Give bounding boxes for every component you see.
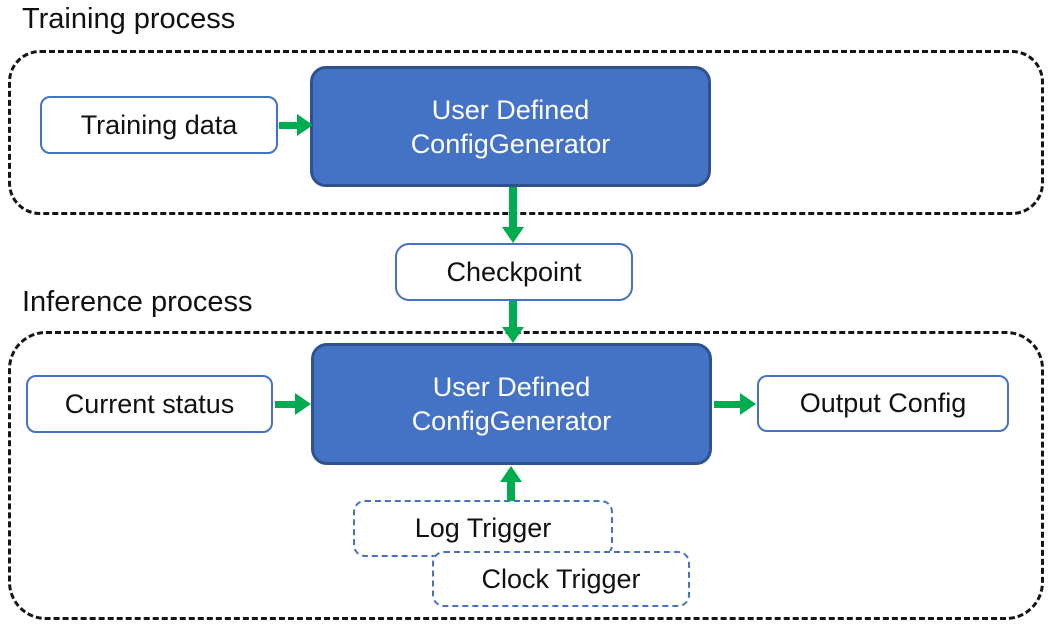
arrow-shaft	[279, 121, 297, 129]
output-config-label: Output Config	[799, 388, 967, 418]
inference-process-container	[8, 331, 1044, 620]
arrow-shaft	[509, 187, 517, 227]
inference-config-generator-box: User Defined ConfigGenerator	[311, 343, 712, 465]
training-data-label: Training data	[80, 109, 238, 140]
arrow-shaft	[275, 400, 295, 408]
output-config-box: Output Config	[757, 375, 1009, 432]
arrow-right-head-icon	[295, 393, 311, 415]
log-trigger-label: Log Trigger	[414, 513, 552, 543]
training-data-box: Training data	[40, 96, 278, 154]
arrow-right-head-icon	[740, 393, 756, 415]
arrow-shaft	[714, 400, 740, 408]
inference-process-title: Inference process	[22, 286, 253, 318]
arrow-down-head-icon	[502, 227, 524, 243]
training-config-generator-label: User Defined ConfigGenerator	[410, 94, 611, 159]
training-process-title: Training process	[22, 3, 236, 35]
inference-config-generator-label: User Defined ConfigGenerator	[411, 372, 612, 436]
training-process-container	[8, 50, 1044, 215]
arrow-current-status-to-generator	[275, 393, 311, 415]
arrow-shaft	[507, 482, 515, 501]
arrow-generator-to-checkpoint	[502, 187, 524, 243]
checkpoint-label: Checkpoint	[446, 256, 582, 287]
arrow-checkpoint-to-inference-generator	[502, 301, 524, 343]
arrow-up-head-icon	[500, 466, 522, 482]
training-config-generator-box: User Defined ConfigGenerator	[310, 66, 711, 187]
current-status-box: Current status	[26, 375, 273, 433]
arrow-training-data-to-generator	[279, 114, 313, 136]
arrow-generator-to-output-config	[714, 393, 756, 415]
arrow-right-head-icon	[297, 114, 313, 136]
arrow-shaft	[509, 301, 517, 327]
arrow-triggers-to-generator	[500, 466, 522, 501]
checkpoint-box: Checkpoint	[395, 243, 633, 301]
clock-trigger-label: Clock Trigger	[481, 563, 641, 594]
clock-trigger-box: Clock Trigger	[432, 551, 690, 607]
log-trigger-box: Log Trigger	[353, 500, 613, 557]
arrow-down-head-icon	[502, 327, 524, 343]
current-status-label: Current status	[64, 388, 235, 419]
